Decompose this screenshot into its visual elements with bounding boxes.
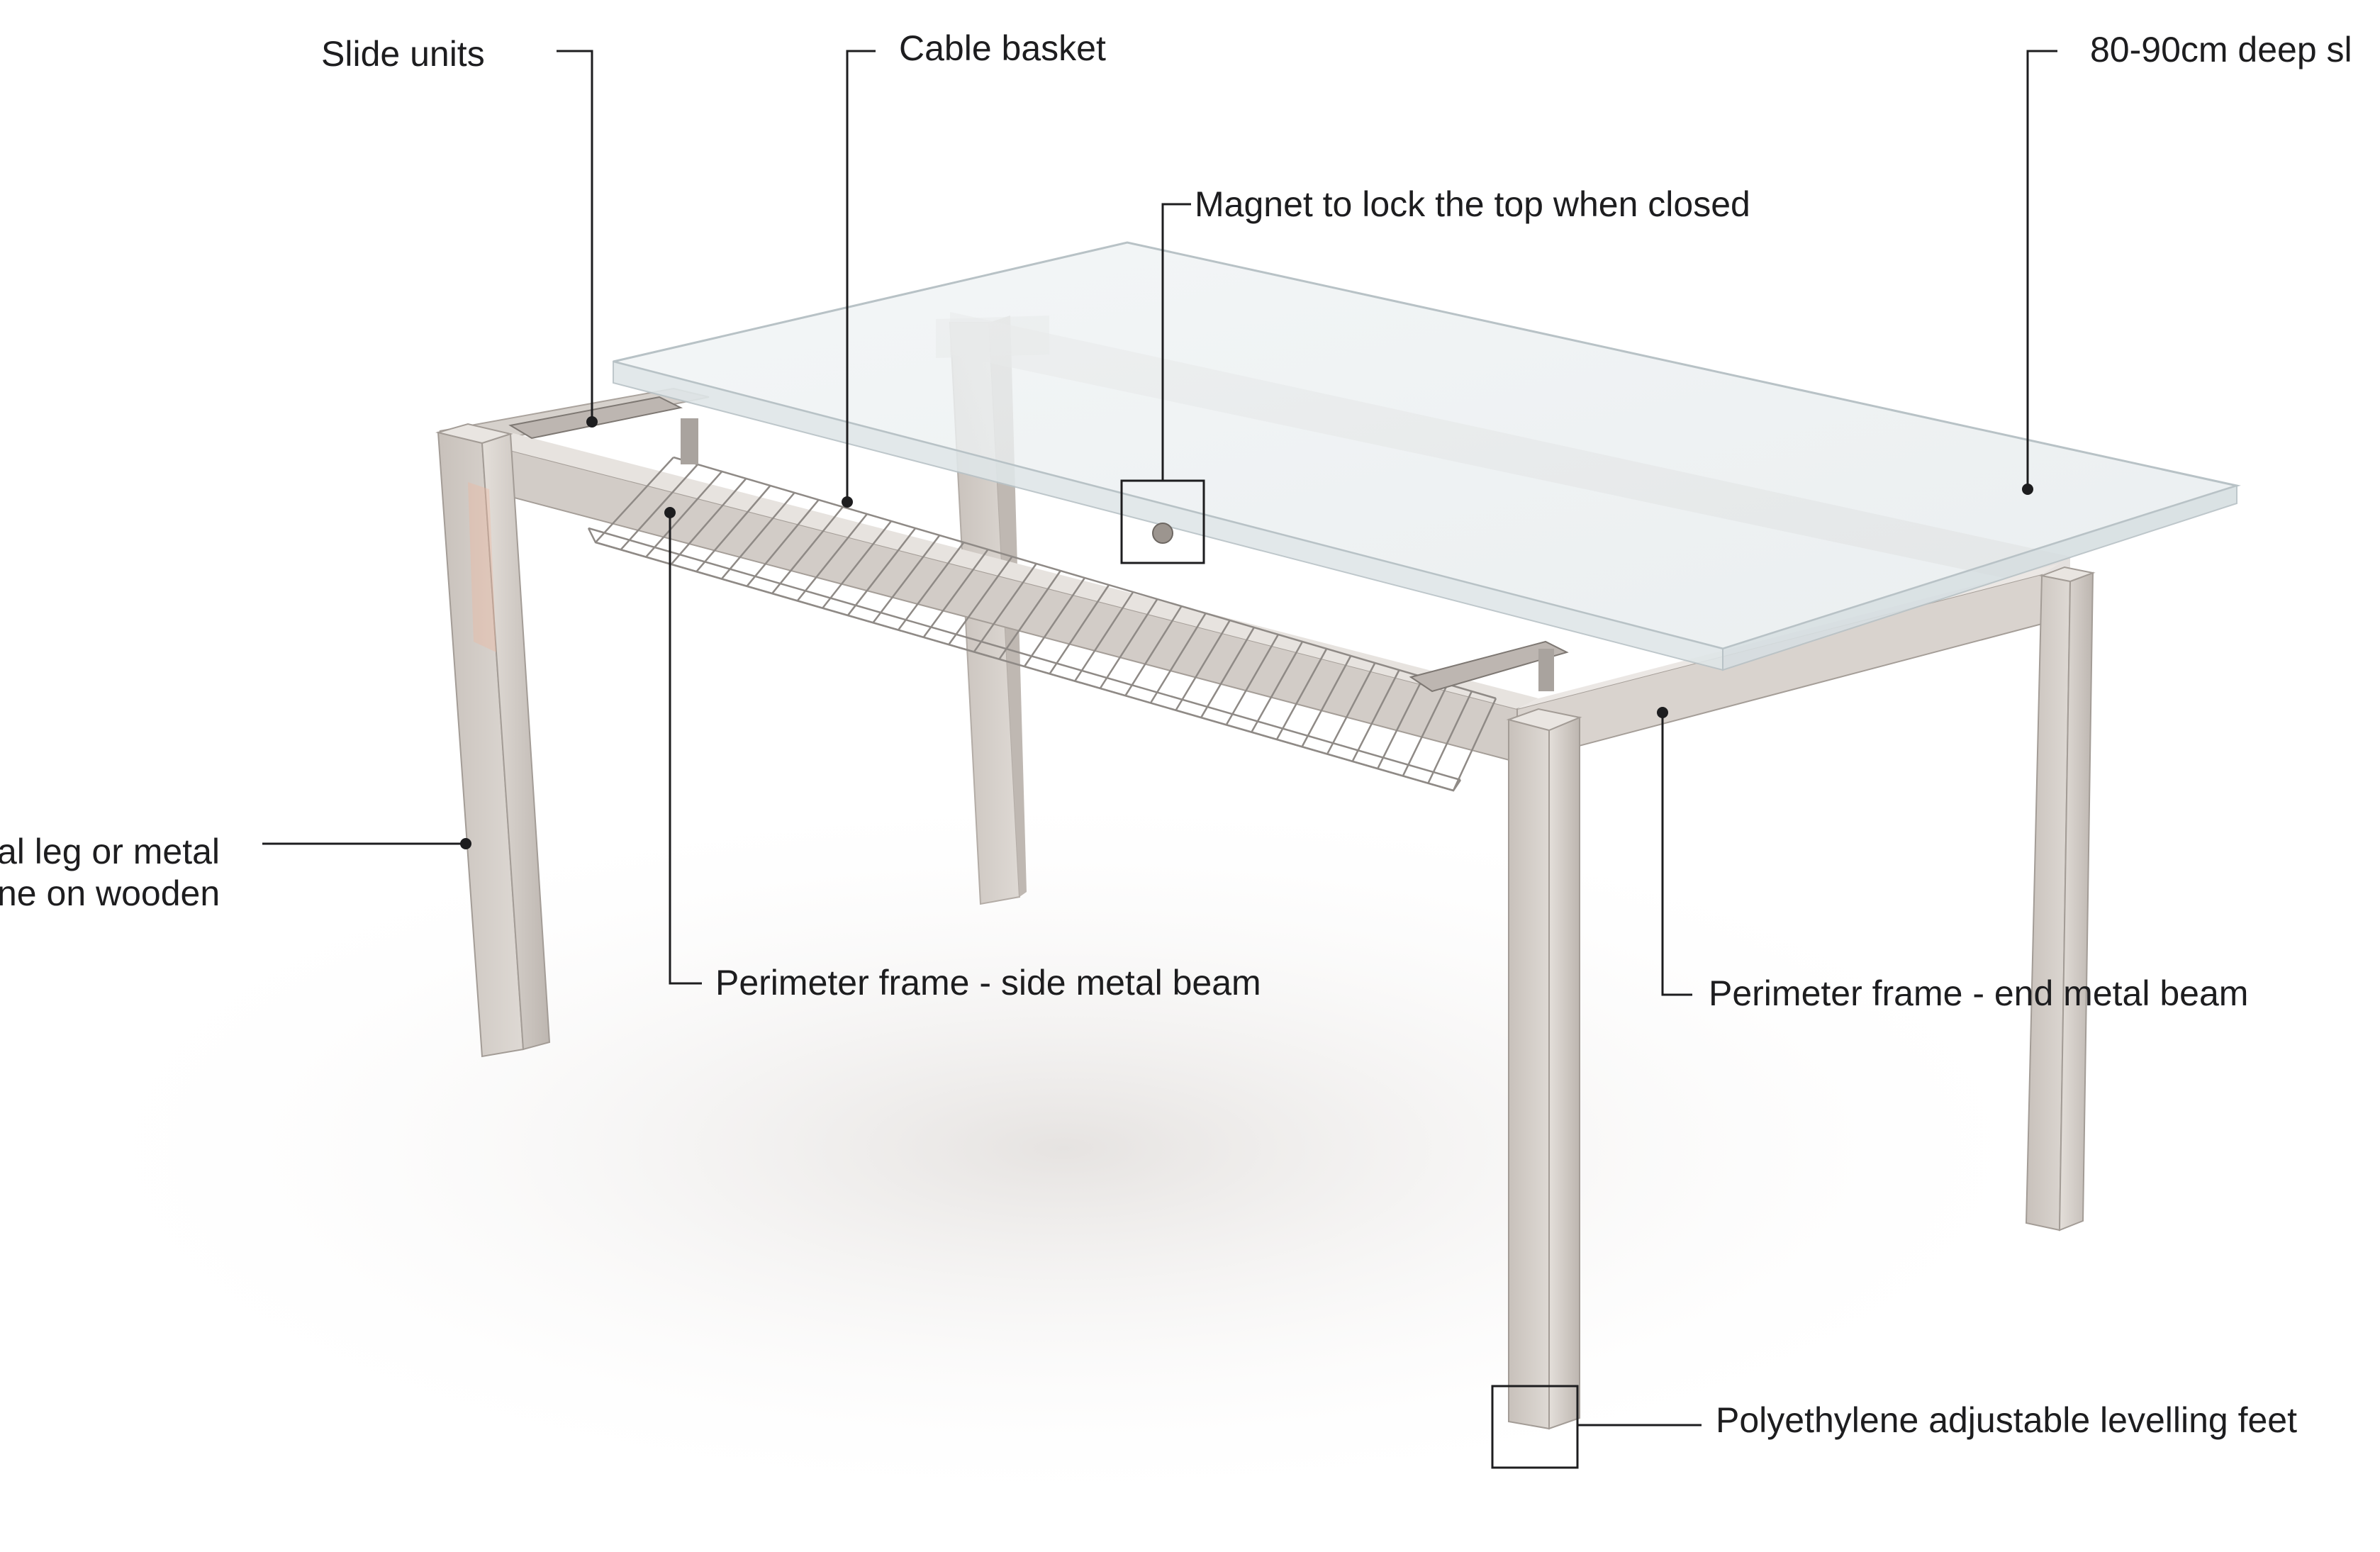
leader-deep-top bbox=[2026, 50, 2057, 488]
basket-rib bbox=[898, 542, 965, 631]
basket-rib bbox=[1225, 634, 1280, 725]
glass-top bbox=[613, 241, 2241, 671]
basket-rib bbox=[1124, 605, 1183, 696]
leader-lines bbox=[262, 50, 2057, 1427]
basket-rib bbox=[1099, 598, 1158, 689]
basket-rib bbox=[998, 570, 1061, 660]
label-side-beam: Perimeter frame - side metal beam bbox=[715, 963, 1261, 1003]
label-magnet: Magnet to lock the top when closed bbox=[1195, 184, 1750, 224]
label-cable-basket: Cable basket bbox=[899, 28, 1106, 68]
basket-rib bbox=[1326, 662, 1376, 755]
slide-unit-right bbox=[1409, 640, 1569, 693]
leader-cable-basket bbox=[846, 50, 876, 502]
feet-highlight-box bbox=[1491, 1385, 1579, 1469]
basket-rib bbox=[796, 513, 868, 602]
label-end-beam: Perimeter frame - end metal beam bbox=[1709, 973, 2248, 1013]
basket-rib bbox=[620, 464, 699, 551]
label-slide-units: Slide units bbox=[321, 34, 485, 74]
basket-rib bbox=[822, 520, 893, 609]
basket-rib bbox=[872, 535, 941, 623]
leader-dots bbox=[460, 416, 2033, 849]
basket-rib bbox=[1175, 620, 1231, 711]
basket-rib bbox=[670, 478, 747, 565]
label-feet: Polyethylene adjustable levelling feet bbox=[1716, 1400, 2297, 1440]
basket-rib bbox=[746, 499, 820, 587]
basket-rib bbox=[720, 492, 795, 580]
basket-rib bbox=[1200, 627, 1255, 718]
front-right-leg bbox=[1506, 708, 1582, 1430]
basket-rib bbox=[948, 556, 1013, 645]
back-right-leg bbox=[2025, 566, 2096, 1232]
basket-rib bbox=[847, 527, 917, 616]
cable-basket bbox=[587, 456, 1497, 792]
basket-rib bbox=[1074, 591, 1134, 682]
leader-end-beam bbox=[1661, 713, 1692, 996]
basket-rib bbox=[922, 549, 989, 638]
label-leg-line2: ne on wooden bbox=[0, 873, 220, 913]
basket-rib bbox=[1149, 613, 1207, 704]
leader-slide-units bbox=[557, 50, 593, 420]
basket-rib bbox=[1452, 698, 1497, 791]
basket-rib bbox=[1023, 577, 1086, 667]
basket-rib bbox=[1402, 683, 1448, 776]
basket-rib bbox=[1427, 691, 1473, 784]
label-deep-top: 80-90cm deep sl bbox=[2090, 30, 2352, 69]
label-leg-line1: al leg or metal bbox=[0, 832, 220, 871]
basket-rib bbox=[1351, 669, 1400, 762]
basket-rib bbox=[1049, 584, 1110, 674]
basket-rib bbox=[1275, 648, 1328, 740]
basket-rib bbox=[695, 485, 771, 572]
basket-rib bbox=[1301, 655, 1352, 747]
basket-rib bbox=[1377, 676, 1424, 769]
leader-magnet bbox=[1161, 203, 1191, 481]
basket-rib bbox=[973, 563, 1037, 653]
basket-rib bbox=[771, 506, 844, 594]
front-left-leg bbox=[435, 423, 551, 1058]
basket-rib bbox=[1251, 641, 1304, 733]
leader-side-beam bbox=[669, 514, 702, 985]
basket-rib bbox=[595, 457, 674, 543]
basket-rib bbox=[645, 471, 723, 558]
magnet-icon bbox=[1152, 523, 1173, 544]
